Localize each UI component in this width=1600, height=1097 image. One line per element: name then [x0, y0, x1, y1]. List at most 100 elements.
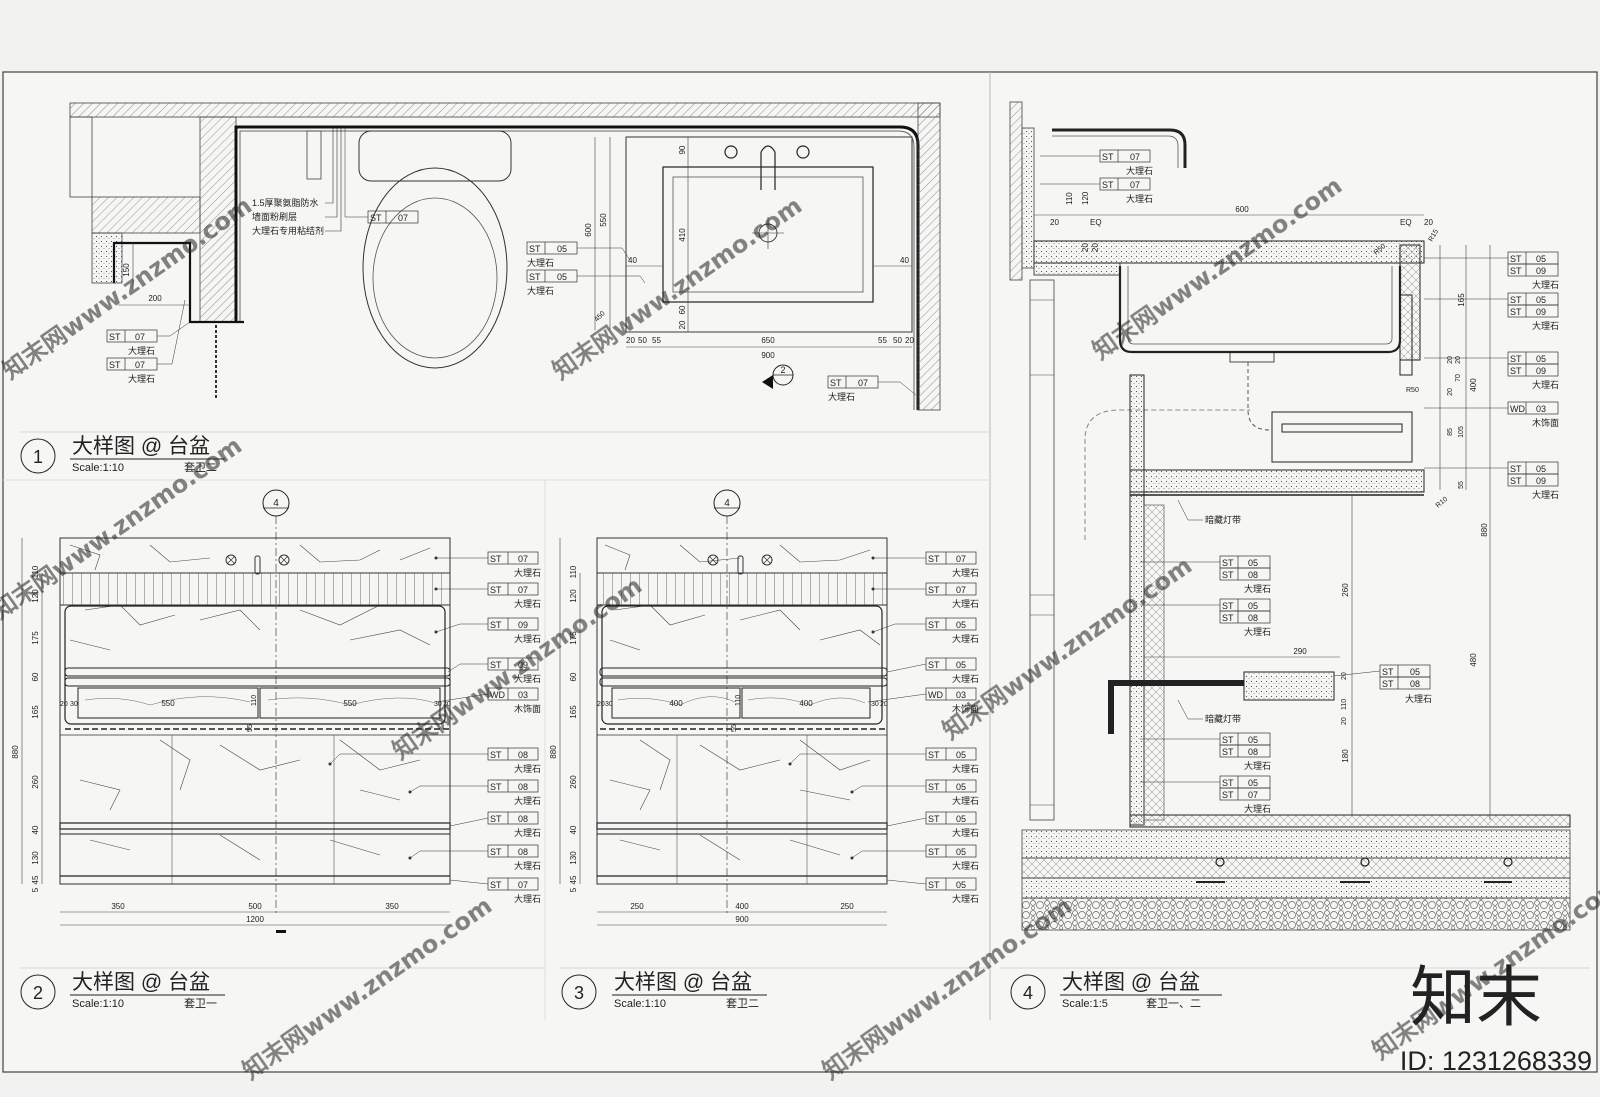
dim-text: 400 — [1469, 378, 1478, 392]
material-tag: ST 07 大理石 — [434, 551, 541, 578]
panel-scale: Scale:1:10 — [72, 998, 124, 1010]
dim-text: 60 — [678, 305, 687, 314]
dim-text: 110 — [1065, 192, 1074, 205]
dim-text: 350 — [385, 902, 399, 911]
dim-text: 60 — [31, 672, 40, 681]
svg-text:大理石: 大理石 — [1405, 693, 1432, 704]
dim-text: 20 — [597, 701, 605, 708]
svg-text:ST: ST — [928, 620, 940, 630]
svg-text:大理石: 大理石 — [952, 633, 979, 644]
section-drawing: 20 110 120 20 EQ 600 EQ 20 20 R50 R15 R5… — [1009, 101, 1571, 931]
dim-text: 20 — [1050, 218, 1059, 227]
panel-title: 大样图 @ 台盆 — [1062, 971, 1200, 994]
plan-drawing: 200 150 600 550 90 410 60 20 40 40 20 50… — [69, 102, 941, 411]
svg-text:ST: ST — [1222, 613, 1234, 623]
svg-text:大理石: 大理石 — [1532, 320, 1559, 331]
dim-text: 40 — [628, 256, 637, 265]
svg-text:ST: ST — [1222, 570, 1234, 580]
dim-text: 20 — [1447, 388, 1454, 396]
svg-text:ST: ST — [370, 213, 382, 223]
dim-text: 105 — [1458, 426, 1465, 438]
annotation-text: 暗藏灯带 — [1205, 713, 1241, 724]
panel-title-1: 1 大样图 @ 台盆 Scale:1:10 套卫二 — [20, 431, 990, 474]
svg-text:07: 07 — [135, 360, 145, 370]
dim-text: 30 — [605, 701, 613, 708]
svg-text:05: 05 — [956, 880, 966, 890]
svg-text:大理石: 大理石 — [1532, 379, 1559, 390]
svg-text:ST: ST — [490, 782, 502, 792]
svg-text:WD: WD — [490, 690, 505, 700]
svg-text:ST: ST — [1222, 735, 1234, 745]
dim-text: 550 — [161, 699, 175, 708]
svg-text:ST: ST — [490, 585, 502, 595]
svg-text:07: 07 — [1248, 790, 1258, 800]
dim-text: 900 — [761, 351, 775, 360]
dim-text: 20 — [443, 701, 451, 708]
svg-text:木饰面: 木饰面 — [514, 703, 541, 714]
svg-text:大理石: 大理石 — [1244, 803, 1271, 814]
svg-text:09: 09 — [1536, 366, 1546, 376]
svg-text:03: 03 — [518, 690, 528, 700]
svg-text:07: 07 — [518, 554, 528, 564]
dim-text: 150 — [122, 263, 131, 277]
svg-text:07: 07 — [1130, 180, 1140, 190]
dim-text: 30 — [70, 701, 78, 708]
svg-text:大理石: 大理石 — [1244, 626, 1271, 637]
svg-text:08: 08 — [1248, 570, 1258, 580]
panel-room: 套卫二 — [726, 997, 759, 1010]
dim-text: 550 — [343, 699, 357, 708]
svg-text:ST: ST — [1510, 354, 1522, 364]
svg-text:大理石: 大理石 — [514, 673, 541, 684]
svg-text:08: 08 — [1248, 747, 1258, 757]
dim-text: 130 — [569, 851, 578, 865]
dim-text: 20 — [626, 336, 635, 345]
svg-text:ST: ST — [490, 554, 502, 564]
section-marker: 4 — [724, 498, 730, 509]
dim-text: 120 — [1081, 191, 1090, 205]
svg-text:ST: ST — [1102, 180, 1114, 190]
panel-title-4: 4 大样图 @ 台盆 Scale:1:5 套卫一、二 — [1000, 967, 1590, 1010]
dim-text: 50 — [638, 336, 647, 345]
svg-text:07: 07 — [518, 880, 528, 890]
section-marker: 2 — [762, 364, 794, 389]
svg-text:ST: ST — [928, 880, 940, 890]
svg-text:大理石: 大理石 — [514, 567, 541, 578]
svg-text:大理石: 大理石 — [952, 598, 979, 609]
svg-text:大理石: 大理石 — [514, 763, 541, 774]
svg-text:07: 07 — [956, 554, 966, 564]
svg-text:大理石: 大理石 — [128, 345, 155, 356]
panel-title-2: 2 大样图 @ 台盆 Scale:1:10 套卫一 — [20, 967, 545, 1010]
dim-text: 165 — [31, 705, 40, 719]
dim-text: 600 — [584, 223, 593, 237]
dim-text: 50 — [893, 336, 902, 345]
svg-text:大理石: 大理石 — [952, 763, 979, 774]
dim-text: EQ — [1090, 218, 1102, 227]
dim-text: 110 — [31, 565, 40, 578]
dim-text: 40 — [569, 825, 578, 834]
svg-text:ST: ST — [490, 880, 502, 890]
dim-text: 600 — [1235, 205, 1249, 214]
svg-text:ST: ST — [1222, 558, 1234, 568]
dim-text: 260 — [1341, 583, 1350, 597]
panel-scale: Scale:1:10 — [72, 462, 124, 474]
dim-text: 55 — [1458, 481, 1465, 489]
dim-text: 480 — [1469, 653, 1478, 667]
panel-room: 套卫一、二 — [1146, 997, 1201, 1010]
svg-text:大理石: 大理石 — [527, 285, 554, 296]
svg-text:05: 05 — [1248, 601, 1258, 611]
dim-text: 30 — [871, 701, 879, 708]
svg-text:ST: ST — [1510, 476, 1522, 486]
dim-text: 410 — [678, 228, 687, 242]
dim-text: 110 — [735, 695, 742, 706]
